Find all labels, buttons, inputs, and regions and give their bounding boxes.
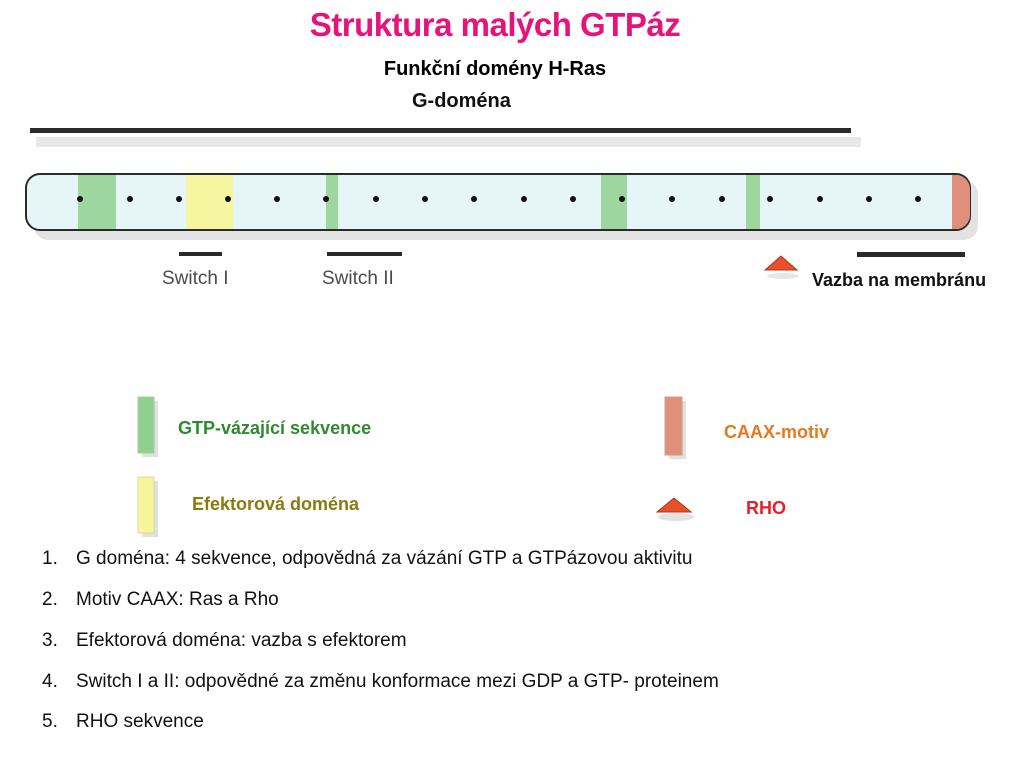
list-item-number: 1. bbox=[42, 548, 58, 569]
domain-diagram bbox=[25, 128, 978, 537]
g-domain-label: G-doména bbox=[412, 90, 511, 112]
list-item-number: 5. bbox=[42, 711, 58, 732]
protein-bar bbox=[25, 173, 971, 231]
list-item-text: RHO sekvence bbox=[76, 711, 204, 732]
switch-2-label: Switch II bbox=[322, 268, 394, 289]
list-item-text: Motiv CAAX: Ras a Rho bbox=[76, 589, 279, 610]
list-item-number: 4. bbox=[42, 671, 58, 692]
effector-domain-segment bbox=[186, 175, 233, 229]
gtp-binding-segment-1 bbox=[78, 175, 116, 229]
membrane-binding-label: Vazba na membránu bbox=[812, 270, 987, 290]
switch-2-line bbox=[327, 252, 402, 256]
gtp-binding-swatch bbox=[137, 396, 155, 454]
caax-swatch bbox=[664, 396, 683, 456]
gtp-binding-segment-4 bbox=[746, 175, 760, 229]
list-item-text: G doména: 4 sekvence, odpovědná za vázán… bbox=[76, 548, 693, 569]
gtp-binding-segment-3 bbox=[601, 175, 627, 229]
list-item: 5. RHO sekvence bbox=[42, 711, 204, 733]
gtp-binding-segment-2 bbox=[326, 175, 338, 229]
page-subtitle: Funkční domény H-Ras bbox=[383, 58, 607, 80]
list-item: 4. Switch I a II: odpovědné za změnu konf… bbox=[42, 671, 719, 693]
effector-legend-label: Efektorová doména bbox=[192, 494, 360, 514]
gtp-binding-legend-label: GTP-vázající sekvence bbox=[178, 418, 372, 438]
rho-legend-label: RHO bbox=[746, 498, 786, 518]
list-item: 3. Efektorová doména: vazba s efektorem bbox=[42, 630, 407, 652]
effector-swatch bbox=[137, 476, 155, 534]
list-item: 1. G doména: 4 sekvence, odpovědná za váz… bbox=[42, 548, 692, 570]
switch-1-label: Switch I bbox=[162, 268, 229, 289]
list-item: 2. Motiv CAAX: Ras a Rho bbox=[42, 589, 279, 611]
membrane-binding-line bbox=[857, 252, 965, 257]
caax-motif-segment bbox=[952, 175, 970, 229]
list-item-text: Switch I a II: odpovědné za změnu konfor… bbox=[76, 671, 719, 692]
residue-dots bbox=[77, 196, 921, 202]
rho-triangle-diagram bbox=[763, 255, 799, 271]
g-domain-line bbox=[30, 128, 851, 133]
list-item-number: 2. bbox=[42, 589, 58, 610]
g-domain-line-shadow bbox=[36, 137, 861, 147]
list-item-text: Efektorová doména: vazba s efektorem bbox=[76, 630, 407, 651]
list-item-number: 3. bbox=[42, 630, 58, 651]
switch-1-line bbox=[179, 252, 222, 256]
rho-triangle-legend bbox=[655, 497, 693, 513]
caax-legend-label: CAAX-motiv bbox=[724, 422, 830, 442]
page-title: Struktura malých GTPáz bbox=[309, 6, 681, 43]
